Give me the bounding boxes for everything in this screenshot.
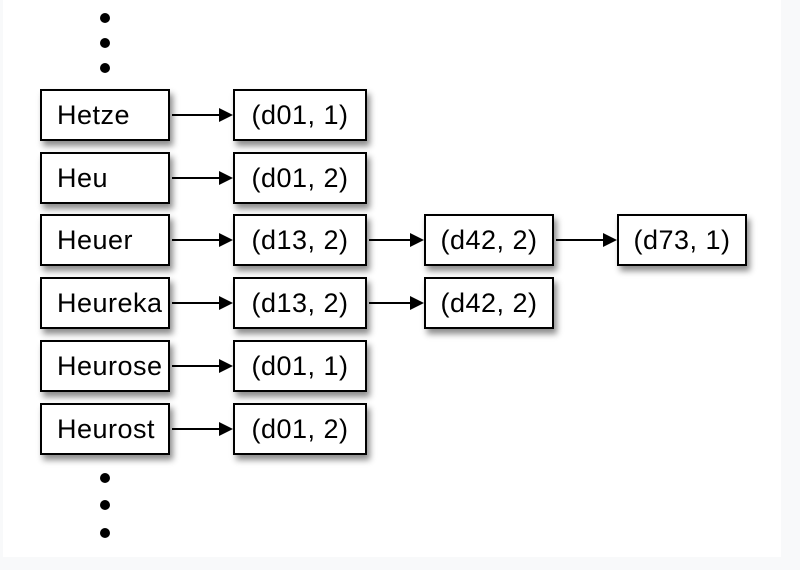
arrow-right-connector <box>172 233 233 247</box>
posting-box: (d01, 2) <box>233 403 367 455</box>
posting-label: (d01, 2) <box>251 413 349 444</box>
posting-box: (d01, 2) <box>233 152 367 204</box>
posting-box: (d73, 1) <box>617 214 747 266</box>
term-label: Heureka <box>57 287 163 318</box>
posting-label: (d42, 2) <box>440 224 538 255</box>
posting-label: (d13, 2) <box>251 224 349 255</box>
term-box-heurose: Heurose <box>40 340 170 392</box>
term-box-heureka: Heureka <box>40 277 170 329</box>
term-box-hetze: Hetze <box>40 89 170 141</box>
posting-label: (d13, 2) <box>251 287 349 318</box>
term-label: Heu <box>57 162 109 193</box>
arrow-right-connector <box>172 171 233 185</box>
arrow-right-connector <box>172 359 233 373</box>
arrow-right-connector <box>172 108 233 122</box>
term-box-heu: Heu <box>40 152 170 204</box>
ellipsis-bottom-dot-icon <box>100 528 110 538</box>
term-label: Heuer <box>57 224 134 255</box>
ellipsis-top-dot-icon <box>100 63 110 73</box>
posting-box: (d01, 1) <box>233 340 367 392</box>
posting-label: (d01, 2) <box>251 162 349 193</box>
posting-label: (d73, 1) <box>633 224 731 255</box>
arrow-right-connector <box>172 296 233 310</box>
posting-box: (d13, 2) <box>233 277 367 329</box>
arrow-right-connector <box>369 233 424 247</box>
ellipsis-top-dot-icon <box>100 13 110 23</box>
posting-box: (d42, 2) <box>424 277 554 329</box>
posting-box: (d42, 2) <box>424 214 554 266</box>
term-box-heuer: Heuer <box>40 214 170 266</box>
term-box-heurost: Heurost <box>40 403 170 455</box>
posting-box: (d01, 1) <box>233 89 367 141</box>
posting-label: (d42, 2) <box>440 287 538 318</box>
ellipsis-top-dot-icon <box>100 38 110 48</box>
posting-label: (d01, 1) <box>251 99 349 130</box>
ellipsis-bottom-dot-icon <box>100 500 110 510</box>
arrow-right-connector <box>172 422 233 436</box>
term-label: Heurost <box>57 413 156 444</box>
posting-box: (d13, 2) <box>233 214 367 266</box>
term-label: Heurose <box>57 350 163 381</box>
arrow-right-connector <box>369 296 424 310</box>
posting-label: (d01, 1) <box>251 350 349 381</box>
arrow-right-connector <box>556 233 617 247</box>
ellipsis-bottom-dot-icon <box>100 473 110 483</box>
term-label: Hetze <box>57 99 131 130</box>
